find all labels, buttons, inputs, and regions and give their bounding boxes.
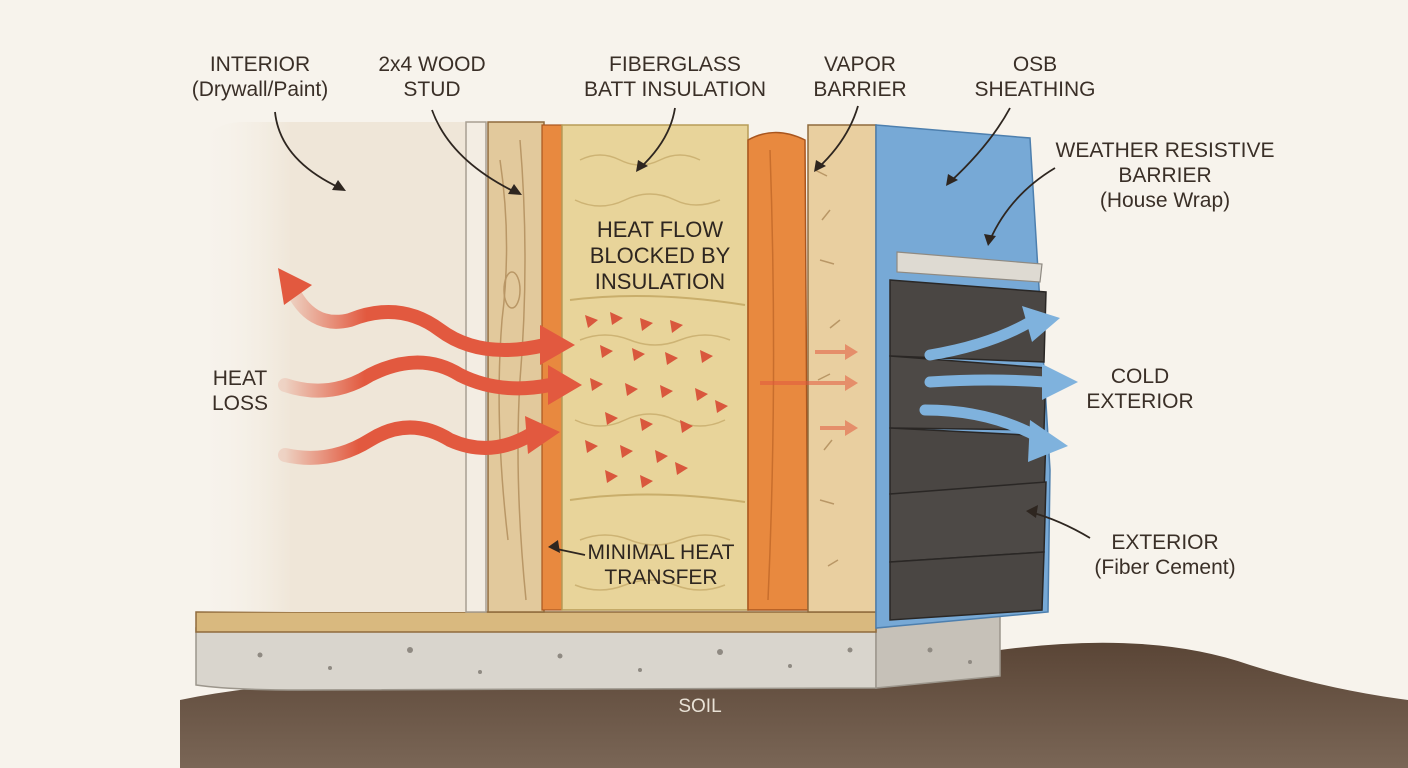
label-minimal-heat: MINIMAL HEAT TRANSFER [572, 540, 750, 590]
label-interior-line2: (Drywall/Paint) [191, 78, 329, 101]
label-heat-loss-line2: LOSS [211, 392, 269, 415]
dispersed-heat-arrows [585, 312, 728, 488]
label-minimal-line1: MINIMAL HEAT [587, 541, 735, 564]
label-vapor-line2: BARRIER [813, 78, 907, 101]
label-osb-line2: SHEATHING [974, 78, 1096, 101]
label-heat-blocked: HEAT FLOW BLOCKED BY INSULATION [580, 217, 740, 295]
label-vapor: VAPOR BARRIER [805, 52, 915, 102]
label-soil: SOIL [678, 696, 722, 717]
label-cold-line1: COLD [1110, 365, 1170, 388]
label-stud: 2x4 WOOD STUD [362, 52, 502, 102]
label-heat-blocked-line3: INSULATION [594, 269, 726, 294]
label-osb: OSB SHEATHING [970, 52, 1100, 102]
label-stud-line2: STUD [403, 78, 461, 101]
label-interior-line1: INTERIOR [209, 53, 311, 76]
label-interior: INTERIOR (Drywall/Paint) [180, 52, 340, 102]
soil [180, 642, 1408, 768]
sill-plate [195, 611, 877, 633]
label-wrb-line2: BARRIER [1118, 164, 1212, 187]
cold-exterior-arrows [919, 306, 1078, 462]
concrete-foundation [195, 614, 1001, 691]
label-vapor-line1: VAPOR [824, 53, 896, 76]
label-wrb-line1: WEATHER RESISTIVE [1055, 139, 1275, 162]
label-cold-line2: EXTERIOR [1086, 390, 1194, 413]
label-wrb: WEATHER RESISTIVE BARRIER (House Wrap) [1045, 138, 1285, 213]
vapor-barrier [747, 131, 809, 611]
faint-heat-arrows [760, 344, 858, 436]
label-heat-loss: HEAT LOSS [200, 366, 280, 416]
label-exterior: EXTERIOR (Fiber Cement) [1080, 530, 1250, 580]
vapor-barrier-line [767, 149, 775, 601]
wood-stud-left [487, 121, 545, 613]
label-osb-line1: OSB [1012, 53, 1058, 76]
fiberglass-insulation [561, 124, 749, 611]
label-minimal-line2: TRANSFER [604, 566, 718, 589]
label-wrb-line3: (House Wrap) [1099, 189, 1231, 212]
label-heat-blocked-line1: HEAT FLOW [596, 217, 724, 242]
label-exterior-line2: (Fiber Cement) [1094, 556, 1236, 579]
label-insulation: FIBERGLASS BATT INSULATION [575, 52, 775, 102]
drywall-panel [196, 122, 470, 612]
label-insulation-line1: FIBERGLASS [609, 53, 741, 76]
label-heat-loss-line1: HEAT [212, 367, 268, 390]
label-exterior-line1: EXTERIOR [1111, 531, 1219, 554]
label-cold-exterior: COLD EXTERIOR [1080, 364, 1200, 414]
leader-arrowheads [332, 160, 1038, 553]
label-heat-blocked-line2: BLOCKED BY [589, 243, 731, 268]
heat-loss-arrows [278, 268, 582, 465]
label-insulation-line2: BATT INSULATION [583, 78, 767, 101]
label-stud-line1: 2x4 WOOD [378, 53, 486, 76]
drywall-edge [465, 121, 487, 613]
fiber-cement-siding [889, 251, 1047, 621]
osb-sheathing [807, 124, 877, 613]
